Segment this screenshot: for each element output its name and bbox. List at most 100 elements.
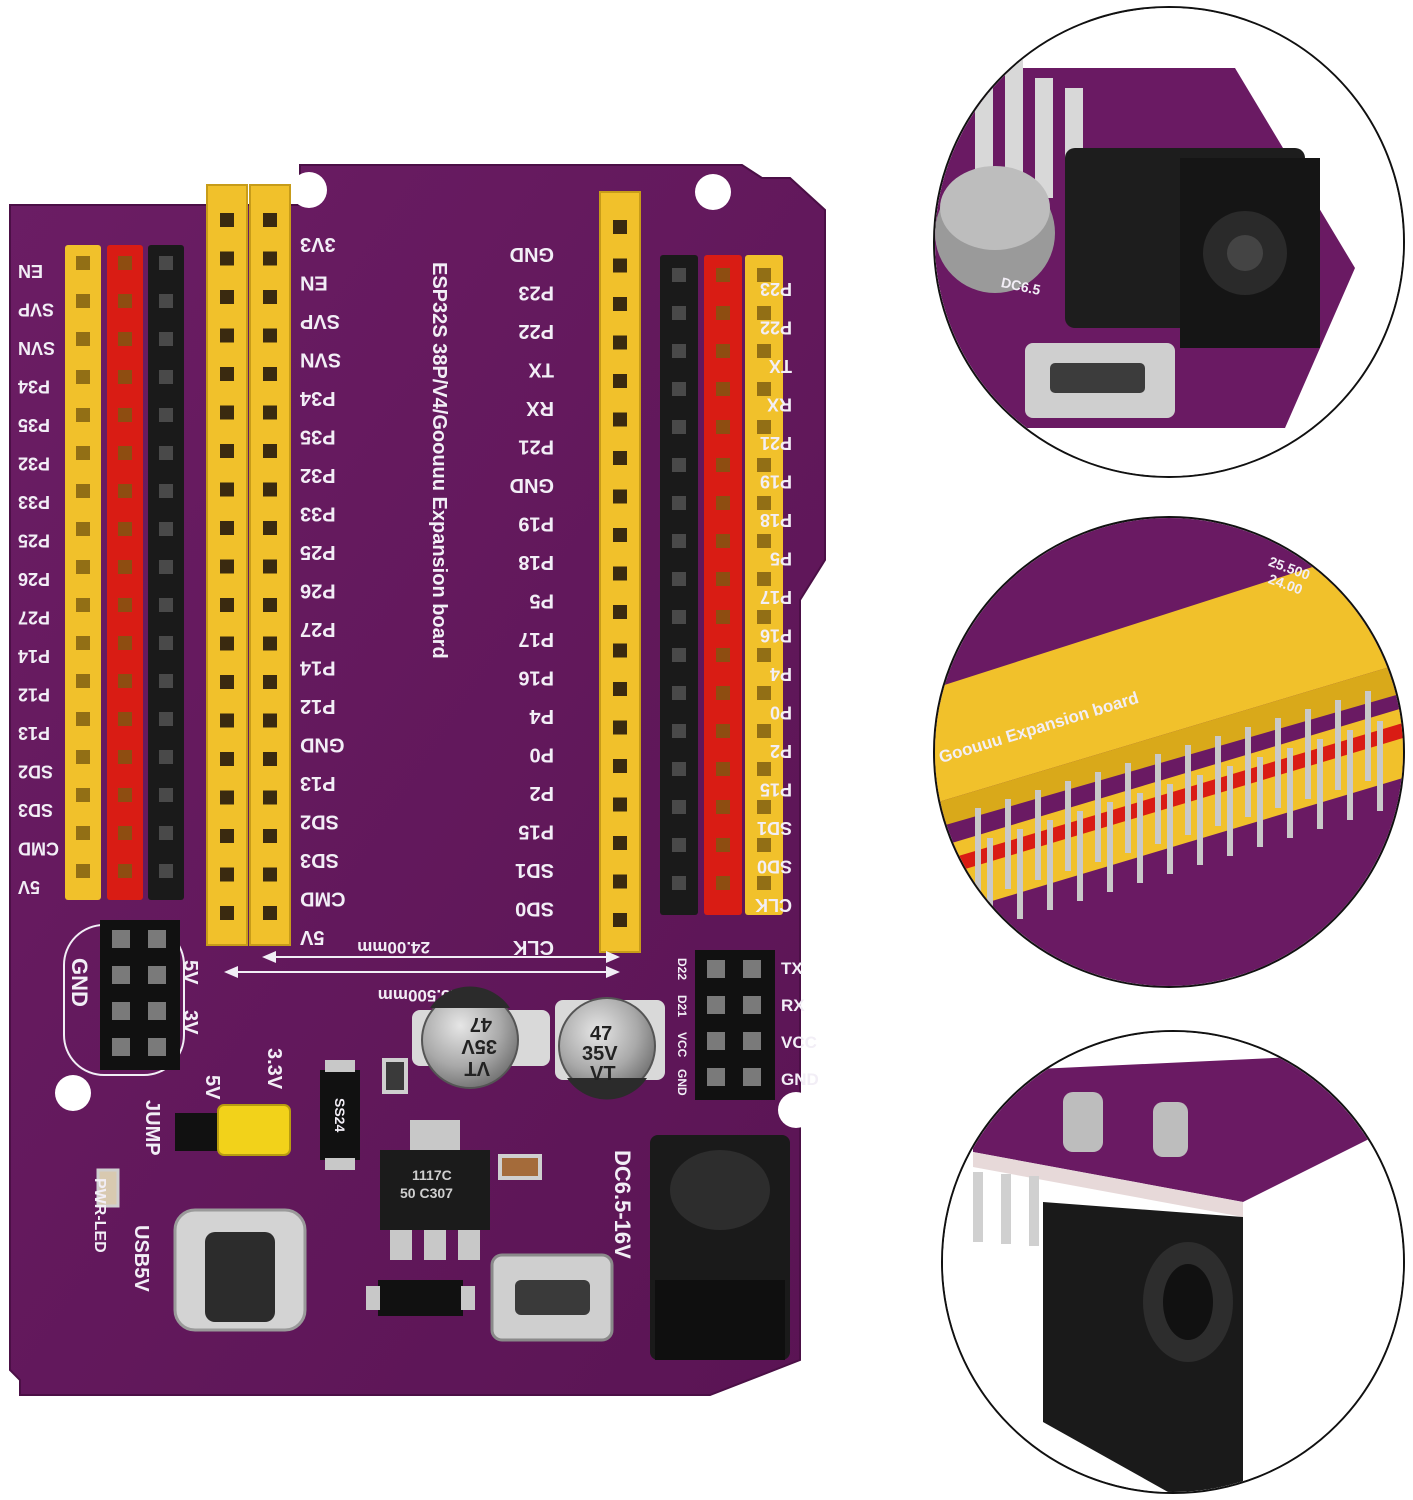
jumper-3v3-label: 3.3V [263, 1048, 285, 1090]
diode-1: SS24 [320, 1060, 360, 1170]
smd-led [96, 1168, 120, 1208]
pwr-led-label: PWR-LED [91, 1178, 108, 1253]
pin-label: P33 [300, 503, 336, 525]
pin-label: P13 [300, 772, 336, 794]
svg-text:35V: 35V [461, 1035, 497, 1057]
pin-label: P34 [18, 377, 50, 397]
pin-label: P35 [18, 415, 50, 435]
uart-pin-label: RX [781, 996, 805, 1015]
pin-label: P19 [518, 513, 554, 535]
pin-label: P15 [760, 780, 792, 800]
pin-label: P4 [529, 705, 554, 727]
pin-label: P12 [18, 685, 50, 705]
mounting-hole [695, 174, 731, 210]
pin-label: P25 [300, 541, 336, 563]
left-header-labels: 3V3ENSVPSVNP34P35P32P33P25P26P27P14P12GN… [299, 233, 345, 948]
power-pin-block: GND 5V 3V [63, 920, 201, 1076]
pin-label: P0 [530, 744, 554, 766]
pin-label: SD2 [18, 762, 53, 782]
dc-barrel-jack [650, 1135, 790, 1360]
pin-label: P18 [760, 510, 792, 530]
svg-text:VT: VT [590, 1063, 616, 1085]
pin-label: P5 [770, 549, 792, 569]
pin-label: TX [528, 359, 554, 381]
inset-header-pins-view: Goouuu Expansion board 25.500 24.00 [933, 516, 1405, 988]
pin-label: P32 [300, 464, 336, 486]
jumper-label: JUMP [141, 1100, 163, 1156]
pin-label: P18 [518, 551, 554, 573]
pin-label: P14 [18, 646, 50, 666]
svg-text:1117C: 1117C [412, 1167, 452, 1183]
pin-label: P25 [18, 531, 50, 551]
smd-resistor [382, 1058, 408, 1094]
pin-label: P33 [18, 492, 50, 512]
pin-label: P17 [518, 628, 554, 650]
pin-label: SVN [300, 349, 341, 371]
diode-label: SS24 [332, 1098, 348, 1132]
outer-left-labels: ENSVPSVNP34P35P32P33P25P26P27P14P12P13SD… [18, 261, 59, 897]
pin-label: SVP [300, 310, 340, 332]
micro-usb-connector [490, 1253, 614, 1342]
pin-label: CMD [300, 888, 346, 910]
pin-label: 5V [299, 926, 324, 948]
pin-label: SVP [18, 300, 54, 320]
pin-label: P13 [18, 723, 50, 743]
pin-label: TX [769, 356, 792, 376]
pin-label: P35 [300, 426, 336, 448]
uart-pin-label: TX [781, 959, 803, 978]
pin-label: SD3 [300, 849, 339, 871]
pin-label: P19 [760, 472, 792, 492]
mounting-hole [778, 1092, 814, 1128]
jumper-block: 5V 3.3V JUMP [141, 1048, 291, 1156]
svg-text:50 C307: 50 C307 [400, 1185, 453, 1201]
outer-right-labels: P23P22TXRXP21P19P18P5P17P16P4P0P2P15SD1S… [755, 279, 792, 915]
pin-label: P21 [518, 436, 554, 458]
capacitor-2: 47 35V VT [555, 997, 665, 1100]
jumper-5v-label: 5V [201, 1075, 223, 1100]
voltage-regulator: 1117C 50 C307 [380, 1120, 490, 1260]
uart-small-label: VCC [675, 1032, 689, 1058]
pin-label: EN [300, 272, 328, 294]
pin-label: SD2 [300, 811, 339, 833]
pin-label: GND [510, 243, 554, 265]
left-pin-strip [65, 245, 184, 900]
pin-label: CMD [18, 839, 59, 859]
pin-label: P15 [518, 821, 554, 843]
uart-small-label: D21 [675, 995, 689, 1017]
pin-label: SD0 [515, 898, 554, 920]
pin-label: GND [510, 474, 554, 496]
dimension-inner-label: 24.00mm [357, 938, 430, 957]
pin-label: P26 [300, 580, 336, 602]
svg-text:47: 47 [470, 1013, 492, 1035]
pin-label: P2 [770, 741, 792, 761]
inset-dc-jack-view: DC6.5 [933, 6, 1405, 478]
pin-label: P32 [18, 454, 50, 474]
inset-barrel-side-view [941, 1030, 1405, 1494]
pin-label: CLK [512, 936, 554, 958]
pin-label: P0 [770, 703, 792, 723]
pin-label: P22 [518, 320, 554, 342]
pin-label: P14 [299, 657, 335, 679]
pin-label: P4 [770, 664, 792, 684]
svg-text:35V: 35V [582, 1043, 618, 1065]
power-3v-label: 3V [179, 1010, 201, 1035]
pin-label: P22 [760, 318, 792, 338]
usb-label: USB5V [130, 1225, 152, 1292]
pin-label: CLK [755, 895, 792, 915]
pin-label: SD1 [515, 859, 554, 881]
smd-capacitor [498, 1154, 542, 1180]
svg-text:VT: VT [464, 1057, 490, 1079]
dimension-markers: 24.00mm 25.500mm [224, 938, 620, 1005]
pin-label: P16 [760, 626, 792, 646]
pin-label: P16 [518, 667, 554, 689]
pin-label: P34 [299, 387, 335, 409]
uart-small-label: D22 [675, 958, 689, 980]
pin-label: P23 [518, 282, 554, 304]
right-pin-strip [660, 255, 783, 915]
uart-pin-label: VCC [781, 1033, 817, 1052]
female-headers [206, 184, 641, 953]
mounting-hole [291, 172, 327, 208]
pin-label: P17 [760, 587, 792, 607]
pin-label: SVN [18, 338, 55, 358]
